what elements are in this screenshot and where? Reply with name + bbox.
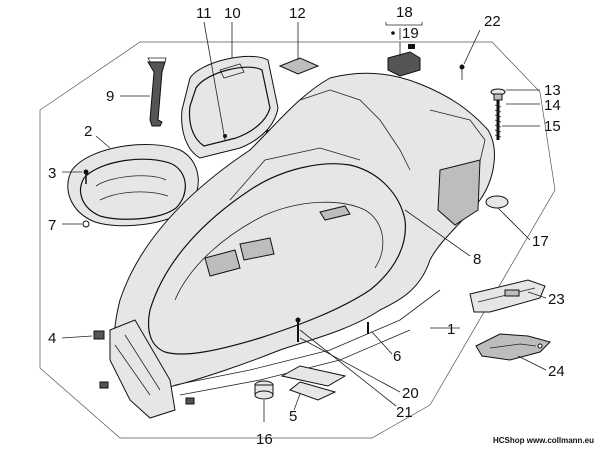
part-18-clip — [387, 44, 421, 77]
part-9-strap — [147, 57, 167, 127]
dot-19 — [391, 31, 395, 35]
part-12-label-plate — [278, 57, 320, 75]
clip-lower-right — [185, 397, 195, 405]
part-1-main-body — [109, 72, 495, 419]
label-3: 3 — [48, 165, 56, 182]
part-24-pad — [475, 333, 551, 361]
part-20-21-screws — [295, 317, 301, 342]
assembly-frame — [39, 41, 556, 439]
label-23: 23 — [548, 291, 565, 308]
label-18: 18 — [396, 4, 413, 21]
part-17-cap — [485, 195, 509, 209]
part-16-plug — [254, 380, 274, 400]
label-11: 11 — [196, 5, 212, 22]
watermark: HCShop www.collmann.eu — [492, 436, 594, 445]
label-21: 21 — [396, 404, 413, 421]
clip-lower-left — [99, 381, 109, 389]
label-2: 2 — [84, 123, 92, 140]
label-4: 4 — [48, 330, 56, 347]
part-2-liner-tray — [67, 144, 199, 227]
label-5: 5 — [289, 408, 297, 425]
label-13: 13 — [544, 82, 561, 99]
part-10-compartment-cover — [181, 55, 279, 159]
label-22: 22 — [484, 13, 501, 30]
leader-lines — [61, 21, 547, 422]
label-20: 20 — [402, 385, 419, 402]
part-13-15-bolt — [490, 88, 506, 140]
label-14: 14 — [544, 97, 561, 114]
part-23-cover — [469, 279, 546, 313]
label-17: 17 — [532, 233, 549, 250]
label-16: 16 — [256, 431, 273, 448]
label-8: 8 — [473, 251, 481, 268]
part-7-nut — [82, 220, 90, 228]
group-bracket-18 — [385, 22, 423, 26]
part-4-clip — [93, 330, 105, 340]
label-19: 19 — [402, 25, 419, 42]
label-12: 12 — [289, 5, 306, 22]
part-22-screw — [459, 64, 465, 80]
label-15: 15 — [544, 118, 561, 135]
label-10: 10 — [224, 5, 241, 22]
label-1: 1 — [447, 321, 455, 338]
label-24: 24 — [548, 363, 565, 380]
part-3-screw — [83, 169, 89, 184]
label-7: 7 — [48, 217, 56, 234]
label-9: 9 — [106, 88, 114, 105]
part-5-bracket — [280, 365, 347, 401]
label-6: 6 — [393, 348, 401, 365]
